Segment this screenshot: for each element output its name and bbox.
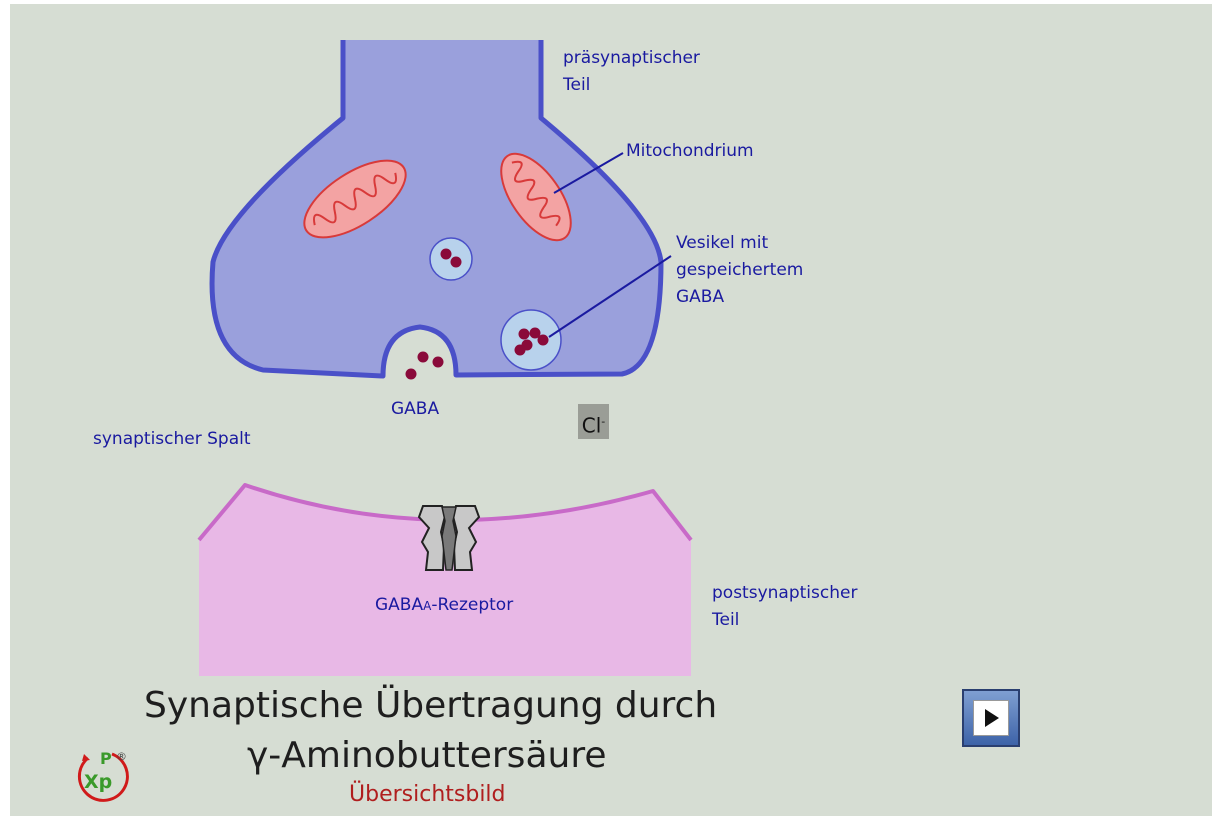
vesicle-label: Vesikel mit gespeichertem GABA (676, 230, 803, 311)
page-title-line2: γ-Aminobuttersäure (247, 735, 606, 776)
vesicle-small (430, 238, 472, 280)
logo-p-mark: P (100, 749, 112, 768)
xp-logo: Xp P ® (70, 742, 146, 810)
chloride-ion-badge: Cl- (578, 404, 609, 439)
chloride-symbol: Cl (582, 414, 602, 438)
play-button-face (973, 700, 1009, 736)
synaptic-cleft-label: synaptischer Spalt (93, 426, 251, 453)
receptor-name: GABA (375, 595, 423, 615)
presynaptic-label: präsynaptischer Teil (563, 45, 700, 99)
page-subtitle: Übersichtsbild (349, 782, 506, 807)
vesicle-large (501, 310, 561, 370)
chloride-charge: - (601, 415, 605, 428)
logo-letters: Xp (84, 771, 112, 793)
receptor-suffix: -Rezeptor (431, 595, 513, 615)
logo-registered: ® (116, 750, 127, 763)
gaba-a-receptor (419, 506, 479, 570)
mitochondrium-label: Mitochondrium (626, 138, 754, 165)
play-icon (985, 709, 999, 727)
diagram-stage: präsynaptischer Teil Mitochondrium Vesik… (10, 4, 1212, 816)
postsynaptic-label: postsynaptischer Teil (712, 580, 857, 634)
receptor-label: GABAA-Rezeptor (375, 592, 513, 620)
page-title-line1: Synaptische Übertragung durch (144, 685, 717, 726)
play-button[interactable] (962, 689, 1020, 747)
released-gaba (406, 352, 444, 380)
gaba-label: GABA (391, 396, 439, 423)
